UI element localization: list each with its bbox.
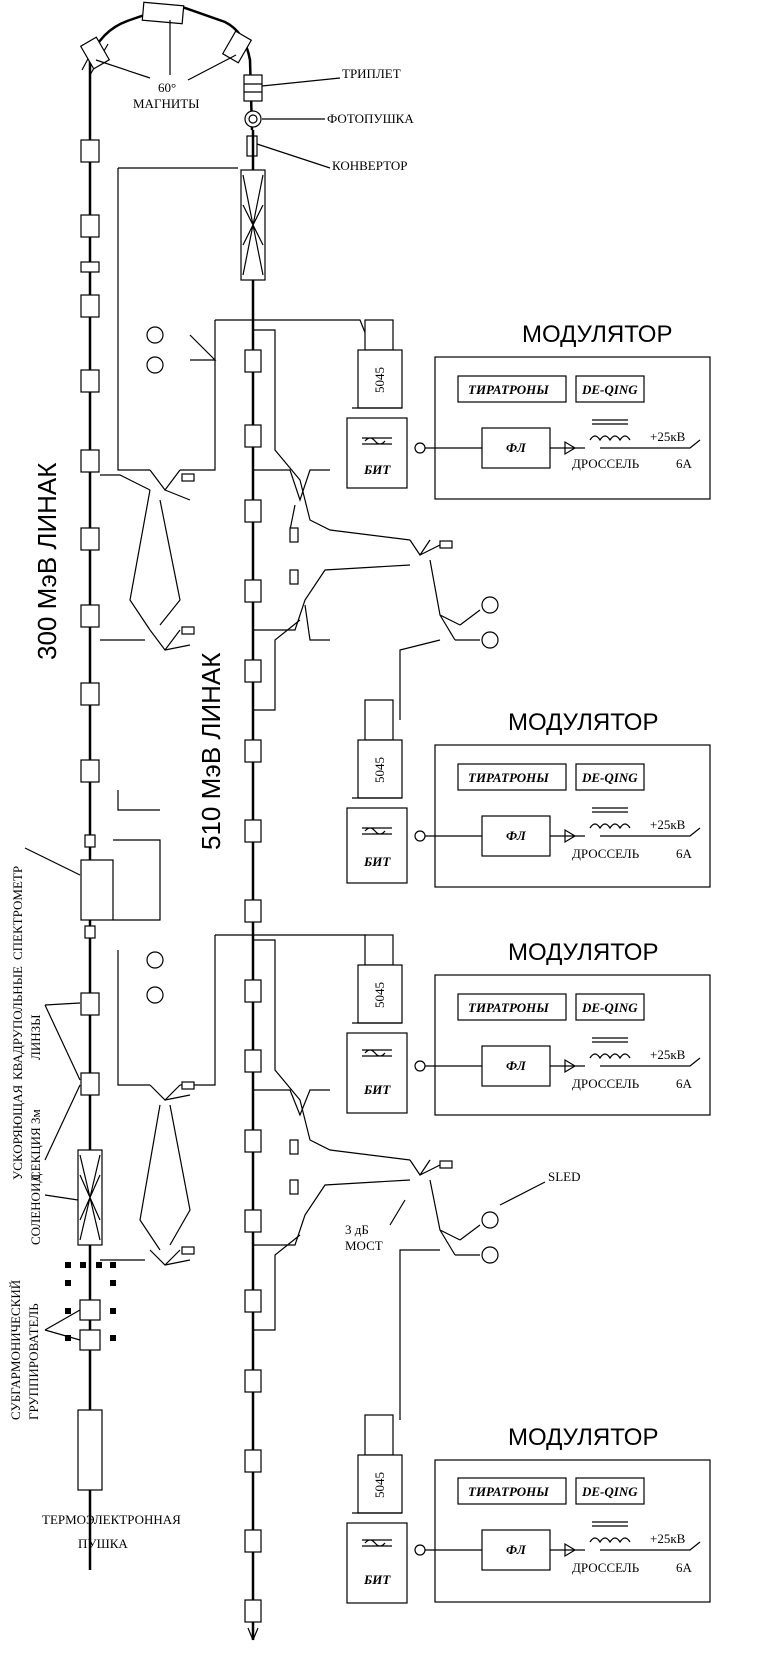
thyratrons-label-1: ТИРАТРОНЫ	[468, 382, 549, 397]
magnets-label: МАГНИТЫ	[133, 96, 200, 111]
accel-section-label-1: УСКОРЯЮЩАЯ	[10, 1084, 25, 1180]
klystron-3	[346, 934, 408, 1114]
fl-label-1: ФЛ	[506, 440, 527, 455]
photogun-symbol	[244, 110, 325, 128]
bit-label-1: БИТ	[363, 462, 391, 477]
solenoid-label: СОЛЕНОИД	[28, 1174, 43, 1245]
thyratrons-label-3: ТИРАТРОНЫ	[468, 1000, 549, 1015]
klystron-1	[346, 319, 408, 489]
bending-magnets	[79, 1, 254, 131]
gun-label-1: ТЕРМОЭЛЕКТРОННАЯ	[42, 1512, 181, 1527]
klystron-label-2: 5045	[372, 757, 387, 783]
converter-label: КОНВЕРТОР	[332, 158, 408, 173]
accel-section-label-2: СЕКЦИЯ 3м	[28, 1109, 43, 1180]
current-label-2: 6А	[676, 846, 693, 861]
waveguides-left	[100, 167, 371, 1266]
klystron-label-4: 5045	[372, 1472, 387, 1498]
thyratrons-label-4: ТИРАТРОНЫ	[468, 1484, 549, 1499]
fl-label-4: ФЛ	[506, 1542, 527, 1557]
linac300-label: 300 МэВ ЛИНАК	[32, 463, 62, 660]
voltage-label-3: +25кВ	[650, 1047, 686, 1062]
klystron-label-3: 5045	[372, 982, 387, 1008]
deqing-label-3: DE-QING	[581, 1000, 638, 1015]
current-label-1: 6А	[676, 456, 693, 471]
klystron-4	[346, 1414, 408, 1604]
fl-label-3: ФЛ	[506, 1058, 527, 1073]
linac510-label: 510 МэВ ЛИНАК	[196, 653, 226, 850]
modulator-title-2: МОДУЛЯТОР	[508, 709, 658, 736]
spectrometer-label: СПЕКТРОМЕТР	[10, 866, 25, 960]
choke-label-2: ДРОССЕЛЬ	[572, 846, 640, 861]
photogun-label: ФОТОПУШКА	[327, 111, 414, 126]
klystron-label-1: 5045	[372, 367, 387, 393]
magnets-angle-label: 60°	[158, 80, 176, 95]
klystron-2	[346, 699, 408, 884]
bit-label-4: БИТ	[363, 1572, 391, 1587]
bridge-label-1: 3 дБ	[345, 1222, 369, 1237]
gun-label-2: ПУШКА	[78, 1536, 128, 1551]
voltage-label-2: +25кВ	[650, 817, 686, 832]
modulator-title-4: МОДУЛЯТОР	[508, 1424, 658, 1451]
modulator-title-3: МОДУЛЯТОР	[508, 939, 658, 966]
buncher-label-2: ГРУППИРОВАТЕЛЬ	[26, 1303, 41, 1420]
quad-lenses-label-1: КВАДРУПОЛЬНЫЕ	[10, 966, 25, 1080]
buncher-marks	[65, 1262, 116, 1341]
buncher-label-1: СУБГАРМОНИЧЕСКИЙ	[8, 1280, 23, 1420]
bit-label-2: БИТ	[363, 854, 391, 869]
choke-label-3: ДРОССЕЛЬ	[572, 1076, 640, 1091]
quad-lenses-label-2: ЛИНЗЫ	[28, 1015, 43, 1060]
bridge-label-2: МОСТ	[345, 1238, 383, 1253]
bit-label-3: БИТ	[363, 1082, 391, 1097]
modulator-title-1: МОДУЛЯТОР	[522, 321, 672, 348]
voltage-label-4: +25кВ	[650, 1531, 686, 1546]
voltage-label-1: +25кВ	[650, 429, 686, 444]
triplet-label: ТРИПЛЕТ	[342, 66, 401, 81]
converter-symbol	[246, 135, 331, 169]
waveguides-right	[253, 329, 546, 1420]
deqing-label-4: DE-QING	[581, 1484, 638, 1499]
choke-label-4: ДРОССЕЛЬ	[572, 1560, 640, 1575]
left-beamline	[77, 130, 114, 1570]
sled-label: SLED	[548, 1169, 581, 1184]
triplet-magnet	[243, 74, 341, 102]
thyratrons-label-2: ТИРАТРОНЫ	[468, 770, 549, 785]
deqing-label-2: DE-QING	[581, 770, 638, 785]
current-label-4: 6А	[676, 1560, 693, 1575]
choke-label-1: ДРОССЕЛЬ	[572, 456, 640, 471]
center-beamline	[240, 130, 266, 1641]
fl-label-2: ФЛ	[506, 828, 527, 843]
deqing-label-1: DE-QING	[581, 382, 638, 397]
current-label-3: 6А	[676, 1076, 693, 1091]
